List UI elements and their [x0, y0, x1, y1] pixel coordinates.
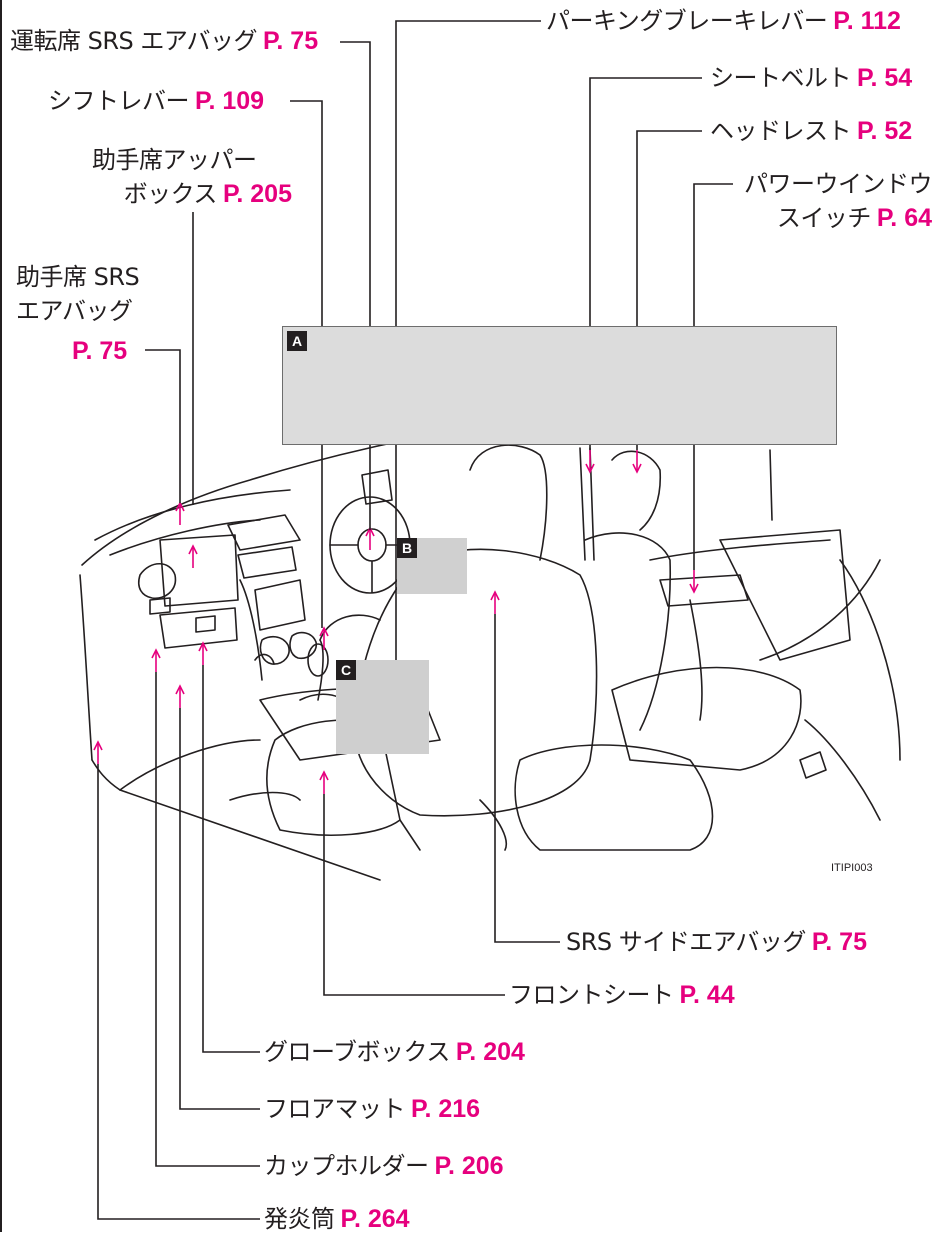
page-ref-link[interactable]: P. 52 — [857, 117, 913, 145]
callout-label: エアバッグ — [16, 297, 133, 325]
page-ref-link[interactable]: P. 54 — [857, 64, 913, 92]
callout-passenger-airbag: 助手席 SRS エアバッグ P. 75 — [16, 262, 140, 366]
inset-b-panel: B — [397, 538, 467, 594]
page-ref-link[interactable]: P. 205 — [222, 180, 292, 208]
page-ref-link[interactable]: P. 44 — [679, 981, 735, 1009]
callout-label: シフトレバー — [48, 87, 190, 115]
callout-label: ボックス — [123, 180, 218, 208]
callout-label: SRS サイドエアバッグ — [566, 928, 806, 956]
inset-a-panel: A — [282, 326, 837, 445]
callout-label: フロアマット — [264, 1095, 406, 1123]
page-ref-link[interactable]: P. 109 — [195, 87, 265, 115]
callout-label: グローブボックス — [264, 1038, 450, 1066]
callout-label: 助手席アッパー — [92, 146, 257, 174]
page-ref-link[interactable]: P. 206 — [434, 1152, 504, 1180]
figure-code: ITIPI003 — [831, 862, 873, 874]
inset-c-badge: C — [336, 660, 356, 680]
page-ref-link[interactable]: P. 75 — [262, 27, 319, 55]
page-ref-link[interactable]: P. 216 — [411, 1095, 481, 1123]
interior-drawing — [79, 429, 901, 881]
callout-label: 運転席 SRS エアバッグ — [10, 27, 257, 55]
page-ref-link[interactable]: P. 64 — [876, 204, 932, 232]
leader-lines — [97, 20, 733, 1220]
inset-a-badge: A — [287, 331, 307, 351]
page-ref-link[interactable]: P. 112 — [833, 7, 901, 35]
callout-label: フロントシート — [509, 981, 674, 1009]
page-ref-link[interactable]: P. 75 — [72, 337, 128, 365]
callout-label: パワーウインドウ — [744, 170, 933, 198]
callout-label: カップホルダー — [264, 1152, 429, 1180]
callout-label: シートベルト — [710, 64, 852, 92]
page-ref-link[interactable]: P. 264 — [340, 1205, 410, 1233]
callout-label: スイッチ — [776, 204, 872, 232]
inset-b-badge: B — [397, 538, 417, 558]
page-ref-link[interactable]: P. 75 — [811, 928, 867, 956]
page-ref-link[interactable]: P. 204 — [455, 1038, 525, 1066]
callout-label: パーキングブレーキレバー — [546, 7, 828, 35]
inset-c-panel: C — [336, 660, 429, 754]
callout-label: ヘッドレスト — [710, 117, 852, 145]
callout-label: 発炎筒 — [264, 1205, 335, 1233]
callout-label: 助手席 SRS — [16, 263, 140, 291]
